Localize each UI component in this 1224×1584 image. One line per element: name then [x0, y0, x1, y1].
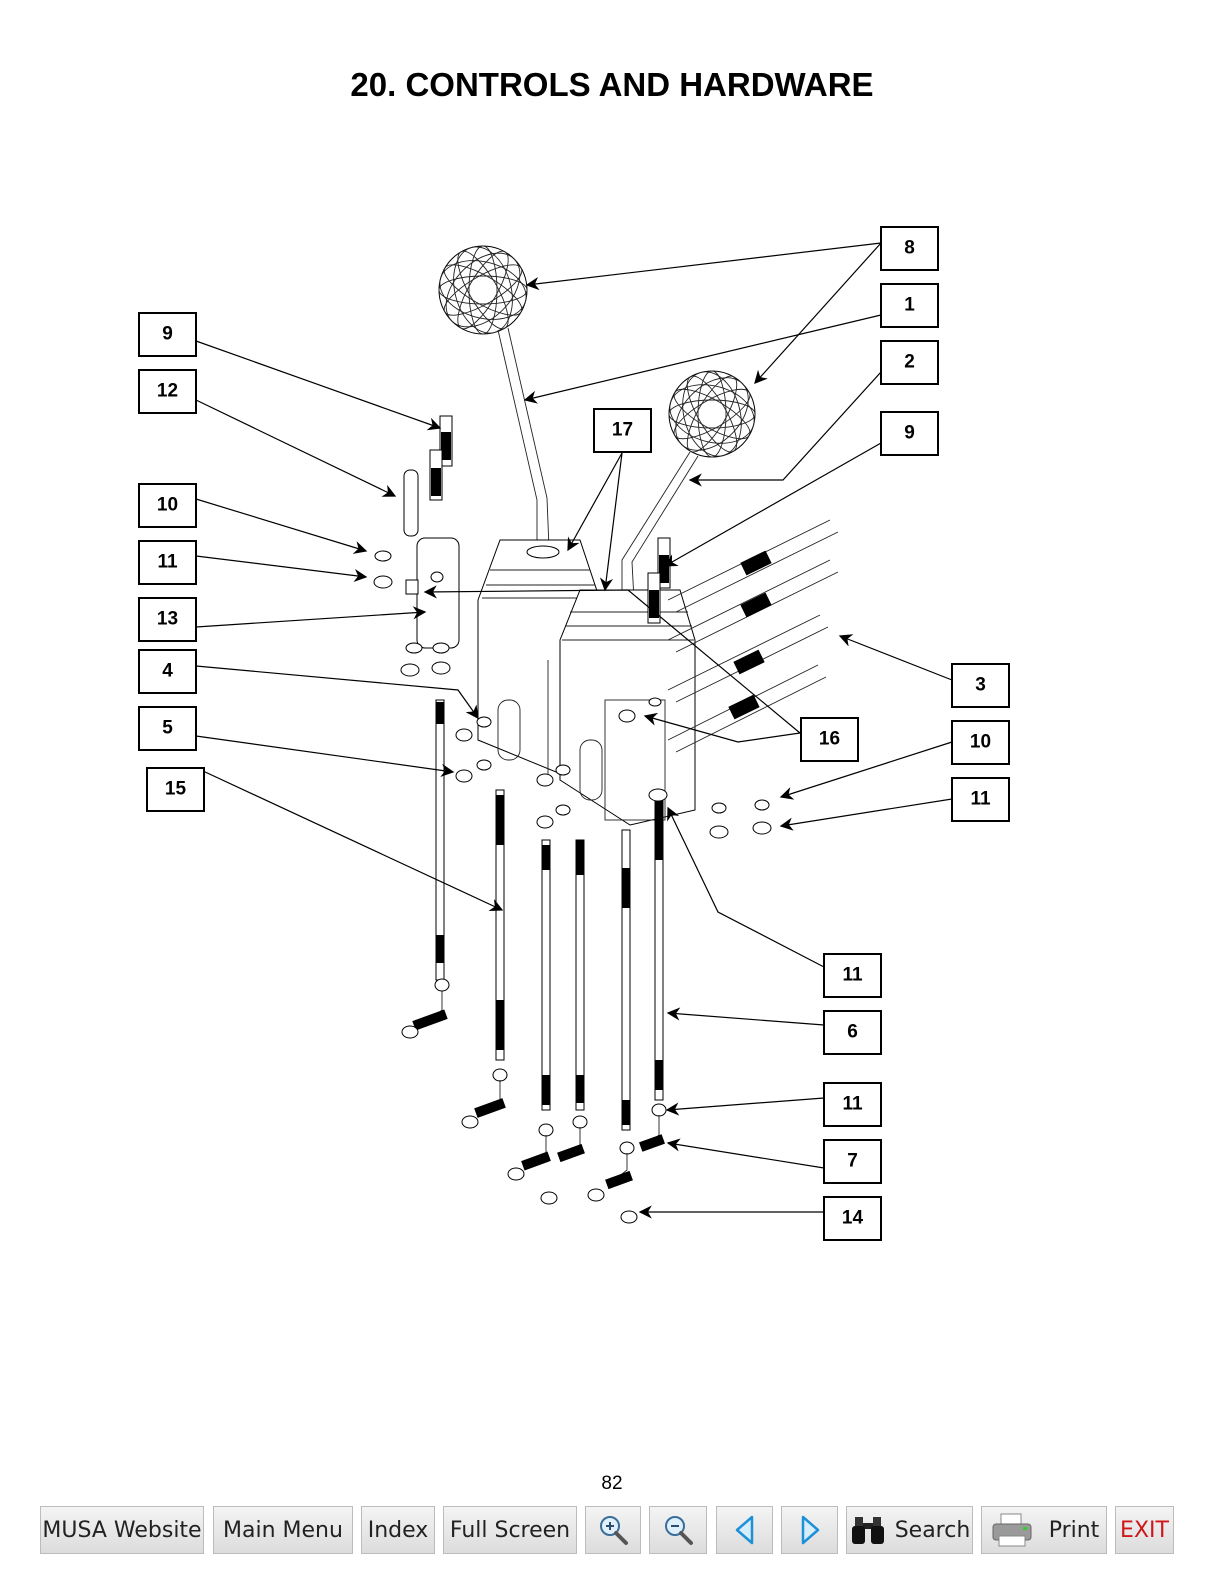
- exit-button[interactable]: EXIT: [1115, 1506, 1174, 1554]
- triangle-right-icon: [797, 1514, 823, 1546]
- full-screen-button[interactable]: Full Screen: [443, 1506, 577, 1554]
- callout-label: 5: [162, 718, 173, 739]
- zoom-in-icon: [596, 1513, 630, 1547]
- callout-label: 8: [904, 238, 915, 259]
- search-button[interactable]: Search: [846, 1506, 973, 1554]
- callout-label: 2: [904, 352, 915, 373]
- callout-11-left: 11: [139, 541, 196, 584]
- main-menu-label: Main Menu: [223, 1518, 343, 1543]
- callout-3: 3: [952, 664, 1009, 707]
- callout-label: 11: [970, 789, 991, 810]
- callout-label: 3: [975, 675, 986, 696]
- full-screen-label: Full Screen: [450, 1518, 570, 1543]
- callout-10-left: 10: [139, 484, 196, 527]
- callout-label: 1: [904, 295, 915, 316]
- print-button[interactable]: Print: [981, 1506, 1107, 1554]
- page-number: 82: [0, 1473, 1224, 1495]
- binoculars-icon: [849, 1513, 889, 1547]
- callout-label: 4: [162, 661, 173, 682]
- callout-16: 16: [801, 718, 858, 761]
- right-knob: [662, 364, 762, 464]
- callout-label: 9: [162, 324, 173, 345]
- print-label: Print: [1049, 1518, 1100, 1543]
- callout-label: 17: [612, 420, 633, 441]
- main-menu-button[interactable]: Main Menu: [213, 1506, 353, 1554]
- previous-page-button[interactable]: [716, 1506, 773, 1554]
- search-label: Search: [895, 1518, 971, 1543]
- callout-11-bottom: 11: [824, 1083, 881, 1126]
- callout-10-right: 10: [952, 721, 1009, 764]
- callout-15: 15: [147, 768, 204, 811]
- index-button[interactable]: Index: [361, 1506, 435, 1554]
- callout-9-right: 9: [881, 412, 938, 455]
- callout-17: 17: [594, 409, 651, 452]
- callout-label: 6: [847, 1022, 858, 1043]
- callout-7: 7: [824, 1140, 881, 1183]
- callout-label: 15: [165, 779, 187, 800]
- callout-label: 7: [847, 1151, 858, 1172]
- callout-label: 11: [842, 1094, 863, 1115]
- zoom-in-button[interactable]: [585, 1506, 641, 1554]
- callout-label: 13: [157, 609, 178, 630]
- callout-11-middle: 11: [824, 954, 881, 997]
- left-knob: [432, 239, 534, 341]
- left-lever: [498, 328, 549, 548]
- musa-website-button[interactable]: MUSA Website: [40, 1506, 204, 1554]
- callout-label: 14: [842, 1208, 864, 1229]
- index-label: Index: [368, 1518, 429, 1543]
- callout-9-left: 9: [139, 313, 196, 356]
- callout-14: 14: [824, 1197, 881, 1240]
- callout-5: 5: [139, 707, 196, 750]
- musa-website-label: MUSA Website: [42, 1518, 201, 1543]
- callout-label: 10: [157, 495, 178, 516]
- control-assembly-drawing: [374, 239, 838, 1223]
- next-page-button[interactable]: [781, 1506, 838, 1554]
- callout-1: 1: [881, 284, 938, 327]
- callout-12: 12: [139, 370, 196, 413]
- exploded-parts-diagram: 8 1 2 9 17 9 12 10 11 13 4 5 15 3 16 10 …: [0, 0, 1224, 1460]
- triangle-left-icon: [732, 1514, 758, 1546]
- zoom-out-icon: [661, 1513, 695, 1547]
- callout-11-right: 11: [952, 778, 1009, 821]
- zoom-out-button[interactable]: [649, 1506, 707, 1554]
- callout-8: 8: [881, 227, 938, 270]
- callout-6: 6: [824, 1011, 881, 1054]
- callout-label: 10: [970, 732, 991, 753]
- callout-label: 16: [819, 729, 840, 750]
- callout-label: 12: [157, 381, 178, 402]
- callout-4: 4: [139, 650, 196, 693]
- bottom-toolbar: MUSA Website Main Menu Index Full Screen: [40, 1506, 1190, 1554]
- callout-2: 2: [881, 341, 938, 384]
- callout-label: 11: [157, 552, 178, 573]
- exit-label: EXIT: [1120, 1518, 1169, 1543]
- callout-13: 13: [139, 598, 196, 641]
- callout-label: 11: [842, 965, 863, 986]
- callout-label: 9: [904, 423, 915, 444]
- printer-icon: [989, 1512, 1037, 1548]
- right-control-housing: [560, 590, 695, 825]
